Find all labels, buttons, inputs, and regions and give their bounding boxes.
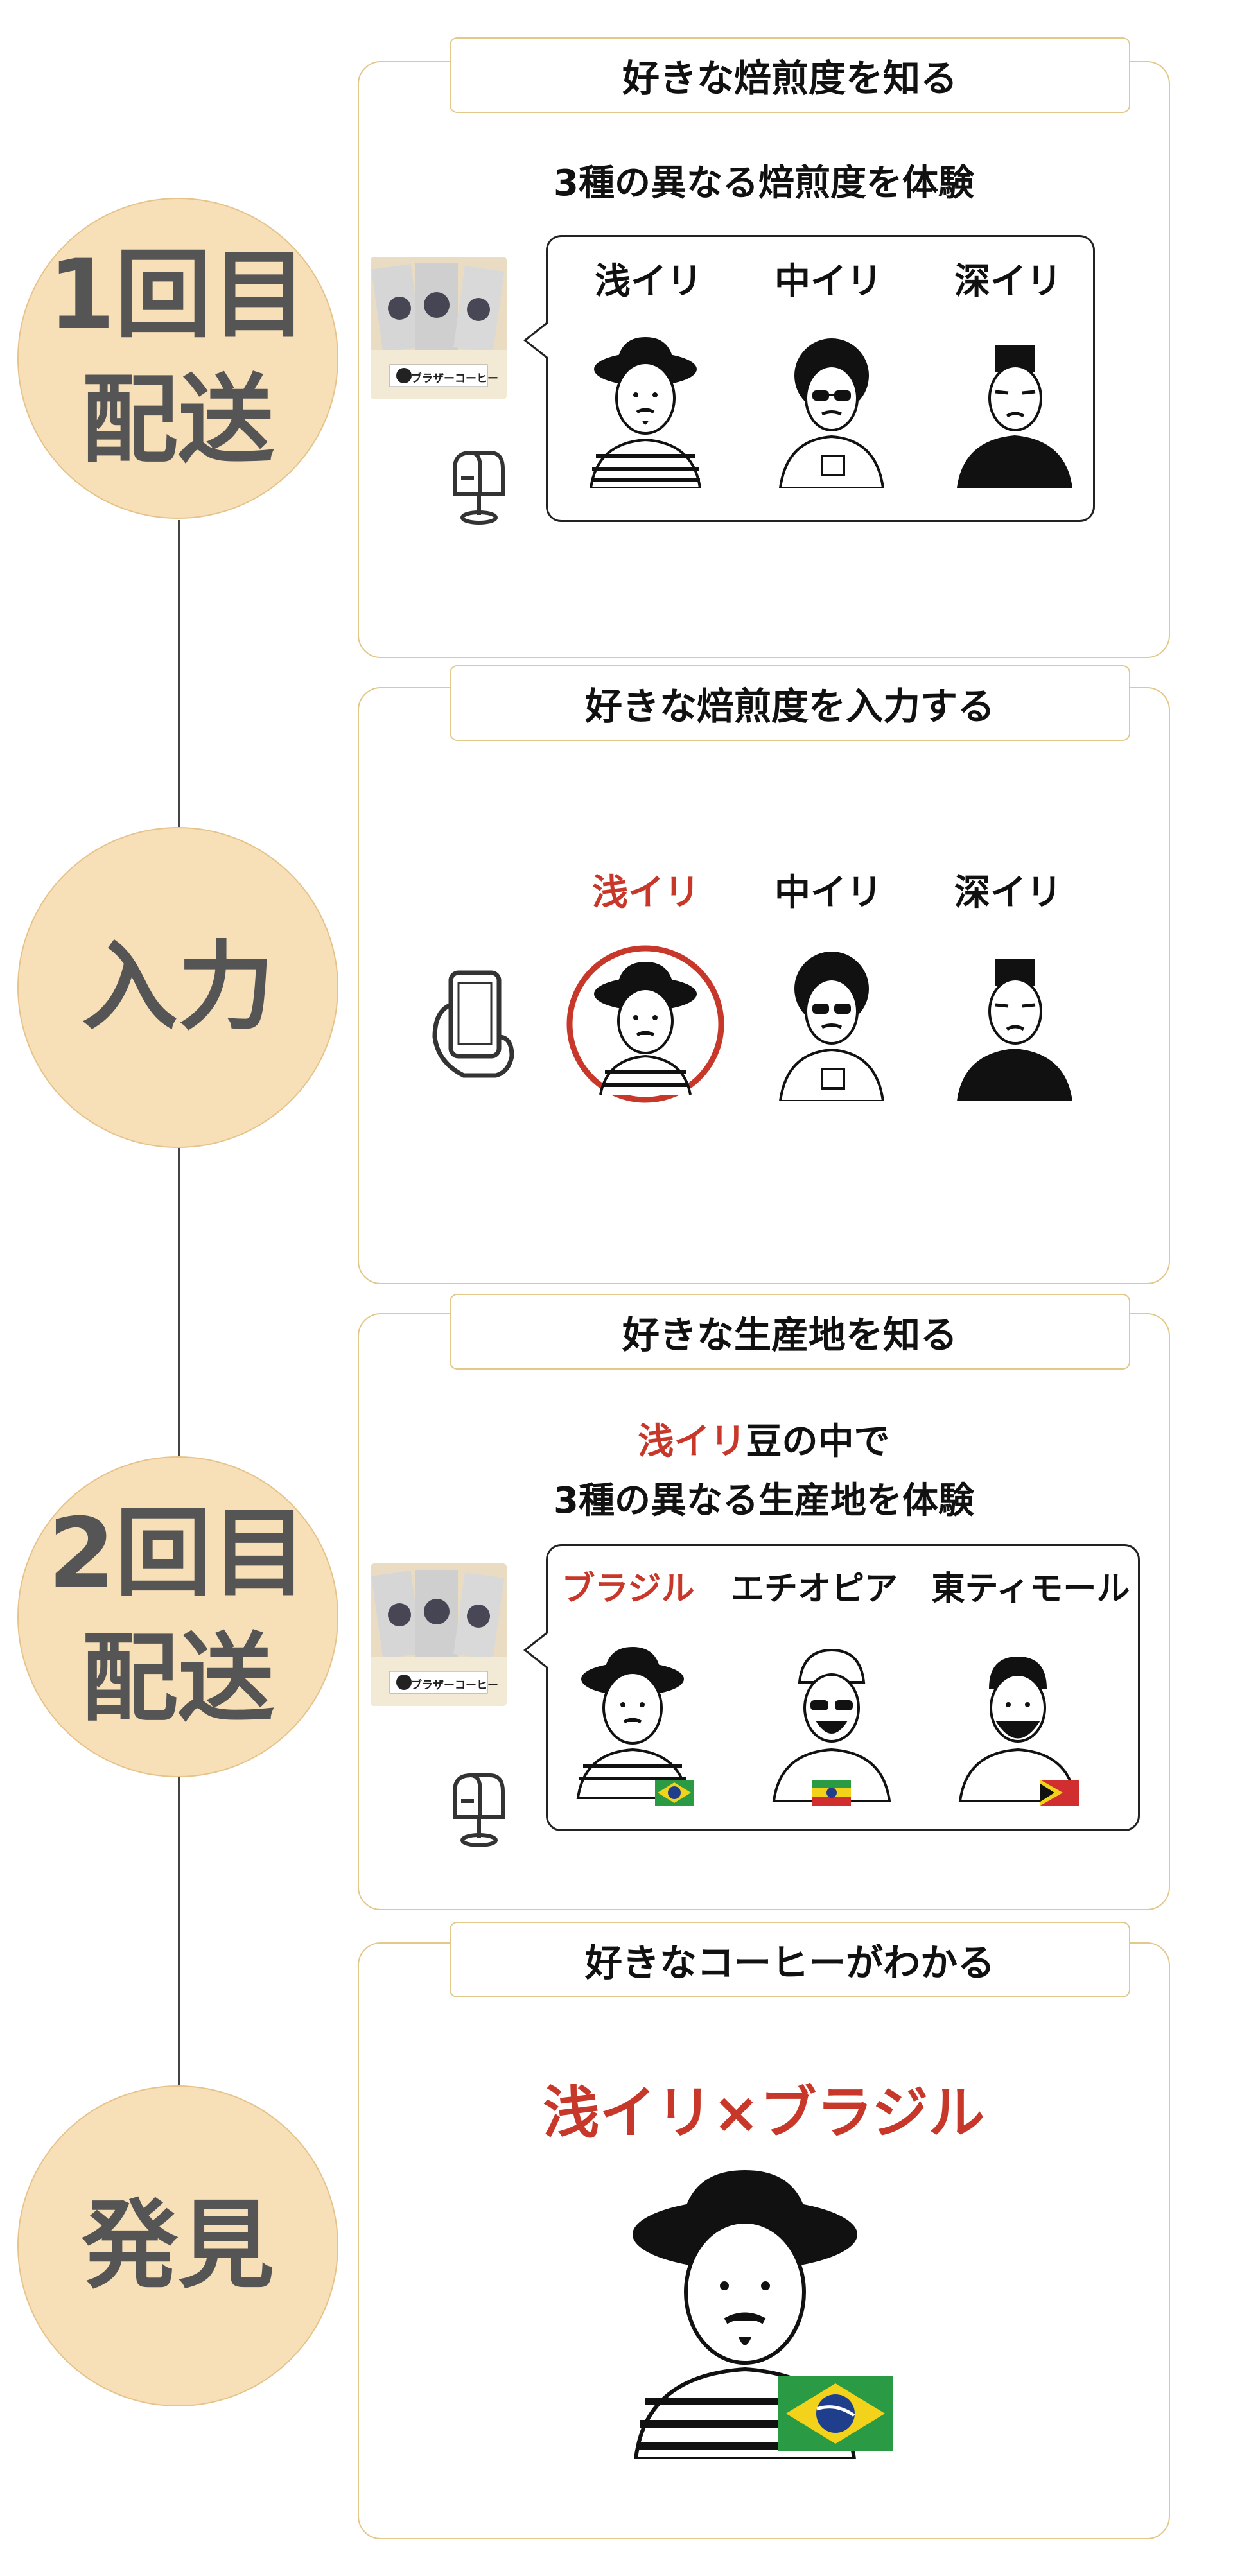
input-medium-character[interactable]: [771, 947, 893, 1104]
brazil-character: [565, 1644, 700, 1813]
input-light-label: 浅イリ: [592, 872, 700, 914]
dark-roast-character: [950, 334, 1079, 491]
section-2-title: 好きな焙煎度を入力する: [450, 665, 1130, 741]
light-roast-character: [578, 334, 713, 491]
brazil-flag-icon: [778, 2376, 893, 2451]
section-1-subtitle: 3種の異なる焙煎度を体験: [554, 162, 974, 204]
subtitle-rest: 豆の中で: [746, 1421, 890, 1463]
input-medium-label: 中イリ: [774, 872, 882, 914]
step-circle-2: 入力: [17, 827, 338, 1148]
step-circle-3: 2回目配送: [17, 1456, 338, 1777]
section-1-title: 好きな焙煎度を知る: [450, 37, 1130, 113]
origin-ethiopia-label: エチオピア: [730, 1570, 898, 1608]
step-circle-4: 発見: [17, 2085, 338, 2406]
input-dark-character[interactable]: [950, 947, 1079, 1104]
bubble-tail-2-inner: [527, 1633, 548, 1667]
section-3-subtitle-line1: 浅イリ豆の中で: [358, 1413, 1170, 1465]
step-4-label: 発見: [81, 2189, 274, 2302]
section-3-subtitle-line2: 3種の異なる生産地を体験: [554, 1480, 974, 1522]
smartphone-hand-icon: [425, 966, 521, 1084]
timor-character: [950, 1644, 1085, 1813]
step-3-line1: 2回目: [48, 1498, 308, 1610]
bubble-tail-1-inner: [527, 324, 548, 357]
section-3-title: 好きな生産地を知る: [450, 1294, 1130, 1370]
origin-brazil-label: ブラジル: [561, 1570, 695, 1608]
subtitle-highlight: 浅イリ: [638, 1421, 746, 1463]
package-label-2: ブラザーコーヒー: [411, 1679, 498, 1692]
ethiopia-character: [764, 1644, 899, 1813]
step-2-label: 入力: [81, 931, 274, 1043]
step-1-line1: 1回目: [48, 239, 308, 351]
step-circle-1: 1回目配送: [17, 198, 338, 519]
medium-roast-character: [771, 334, 893, 491]
section-4-title: 好きなコーヒーがわかる: [450, 1922, 1130, 1997]
input-dark-label: 深イリ: [954, 872, 1062, 914]
timeline-line: [178, 520, 180, 2087]
coffee-package-image-2: [371, 1563, 507, 1706]
selected-light-roast-character[interactable]: [565, 944, 726, 1107]
coffee-package-illustration: [371, 257, 507, 399]
mailbox-icon: [442, 443, 512, 529]
roast-medium-label: 中イリ: [774, 261, 882, 302]
step-3-line2: 配送: [81, 1623, 274, 1735]
roast-dark-label: 深イリ: [954, 261, 1062, 302]
result-character: [610, 2164, 893, 2462]
package-label-1: ブラザーコーヒー: [411, 372, 498, 385]
mailbox-icon-2: [442, 1766, 512, 1852]
origin-timor-label: 東ティモール: [931, 1570, 1130, 1608]
result-headline: 浅イリ×ブラジル: [543, 2080, 985, 2146]
coffee-package-illustration-2: [371, 1563, 507, 1706]
roast-light-label: 浅イリ: [595, 261, 703, 302]
step-1-line2: 配送: [81, 365, 274, 476]
coffee-package-image: [371, 257, 507, 399]
